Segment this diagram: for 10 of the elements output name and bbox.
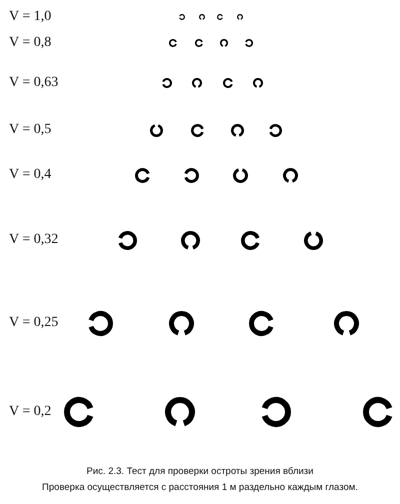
acuity-label: V = 0,8 xyxy=(9,36,52,50)
acuity-label: V = 0,32 xyxy=(9,233,58,247)
acuity-label: V = 0,4 xyxy=(9,168,52,182)
caption-note: Проверка осуществляется с расстояния 1 м раздельно каждым глазом. xyxy=(41,483,359,492)
acuity-label: V = 1,0 xyxy=(9,10,52,24)
acuity-label: V = 0,63 xyxy=(9,76,58,90)
figure-caption: Рис. 2.3. Тест для проверки остроты зрения вблизи xyxy=(86,467,314,476)
acuity-label: V = 0,5 xyxy=(9,123,52,137)
acuity-label: V = 0,2 xyxy=(9,405,52,419)
acuity-label: V = 0,25 xyxy=(9,316,58,330)
